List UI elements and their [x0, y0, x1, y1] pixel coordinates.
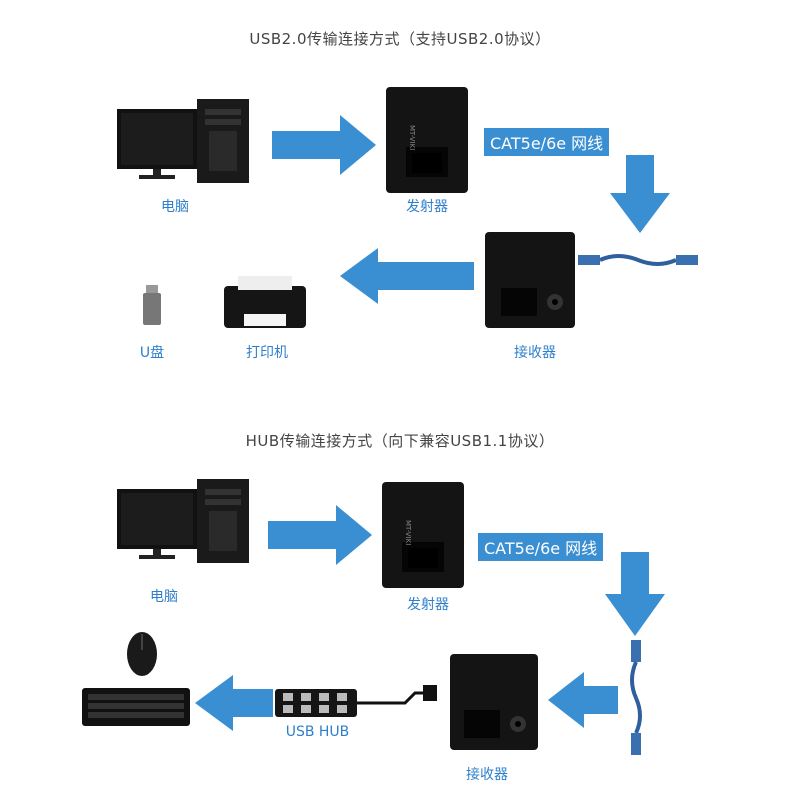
network-cable-icon: [630, 640, 642, 755]
arrow-down-icon: [605, 552, 665, 636]
receiver-icon: [450, 654, 538, 750]
svg-text:MT-VIKI: MT-VIKI: [404, 520, 412, 545]
usb-hub-label: USB HUB: [285, 724, 350, 740]
section1-title: USB2.0传输连接方式（支持USB2.0协议）: [249, 30, 551, 48]
computer-label: 电脑: [150, 589, 178, 605]
cable-label: CAT5e/6e 网线: [478, 533, 604, 561]
receiver-label: 接收器: [466, 767, 508, 783]
network-cable-icon: [578, 254, 698, 266]
arrow-right-icon: [268, 505, 372, 565]
section2-title: HUB传输连接方式（向下兼容USB1.1协议）: [245, 432, 555, 450]
keyboard-icon: [82, 688, 190, 726]
arrow-left-icon: [340, 248, 474, 304]
arrow-left-icon: [548, 672, 618, 728]
transmitter-icon: MT-VIKI: [382, 482, 464, 588]
printer-icon: [224, 276, 306, 328]
printer-label: 打印机: [246, 345, 288, 361]
receiver-label: 接收器: [514, 345, 556, 361]
svg-text:MT-VIKI: MT-VIKI: [408, 125, 416, 150]
receiver-icon: [485, 232, 575, 328]
mouse-icon: [127, 632, 157, 676]
transmitter-label: 发射器: [406, 199, 448, 215]
computer-icon: [117, 99, 249, 183]
usb-disk-icon: [143, 285, 161, 325]
arrow-down-icon: [610, 155, 670, 233]
cable-label: CAT5e/6e 网线: [484, 128, 610, 156]
computer-label: 电脑: [161, 199, 189, 215]
usb-hub-icon: [275, 685, 437, 717]
arrow-left-icon: [195, 675, 273, 731]
usb-disk-label: U盘: [139, 345, 165, 361]
transmitter-icon: MT-VIKI: [386, 87, 468, 193]
arrow-right-icon: [272, 115, 376, 175]
transmitter-label: 发射器: [407, 597, 449, 613]
computer-icon: [117, 479, 249, 563]
